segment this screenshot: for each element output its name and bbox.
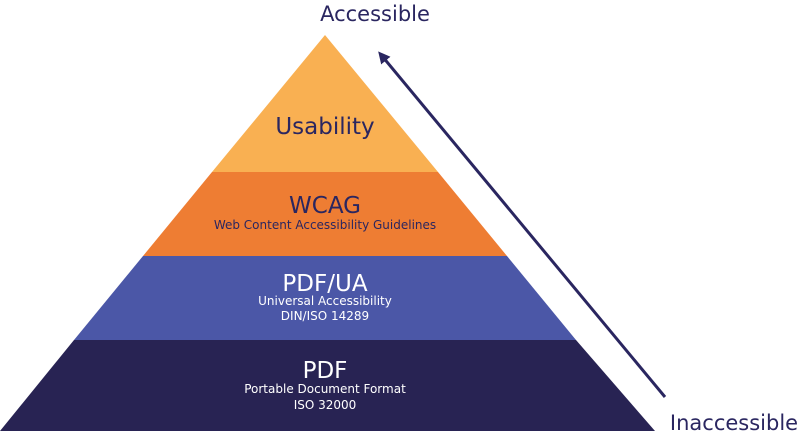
- pdfua-layer: [74, 256, 576, 340]
- accessibility-direction-arrow: [378, 51, 667, 398]
- pdfua-subtitle-line-1: Universal Accessibility: [258, 294, 392, 308]
- pdf-layer: [0, 340, 655, 431]
- usability-layer: [212, 35, 438, 172]
- wcag-subtitle: Web Content Accessibility Guidelines: [214, 218, 436, 232]
- wcag-title: WCAG: [289, 193, 361, 219]
- pdfua-title: PDF/UA: [282, 271, 367, 297]
- pdfua-subtitle-line-2: DIN/ISO 14289: [281, 309, 369, 323]
- usability-title: Usability: [275, 114, 374, 140]
- pdf-subtitle-line-2: ISO 32000: [294, 398, 357, 412]
- pdf-subtitle-line-1: Portable Document Format: [244, 382, 406, 396]
- inaccessible-label: Inaccessible: [670, 411, 798, 435]
- wcag-layer: [143, 172, 507, 256]
- accessible-label: Accessible: [320, 2, 430, 26]
- pdf-title: PDF: [303, 358, 348, 384]
